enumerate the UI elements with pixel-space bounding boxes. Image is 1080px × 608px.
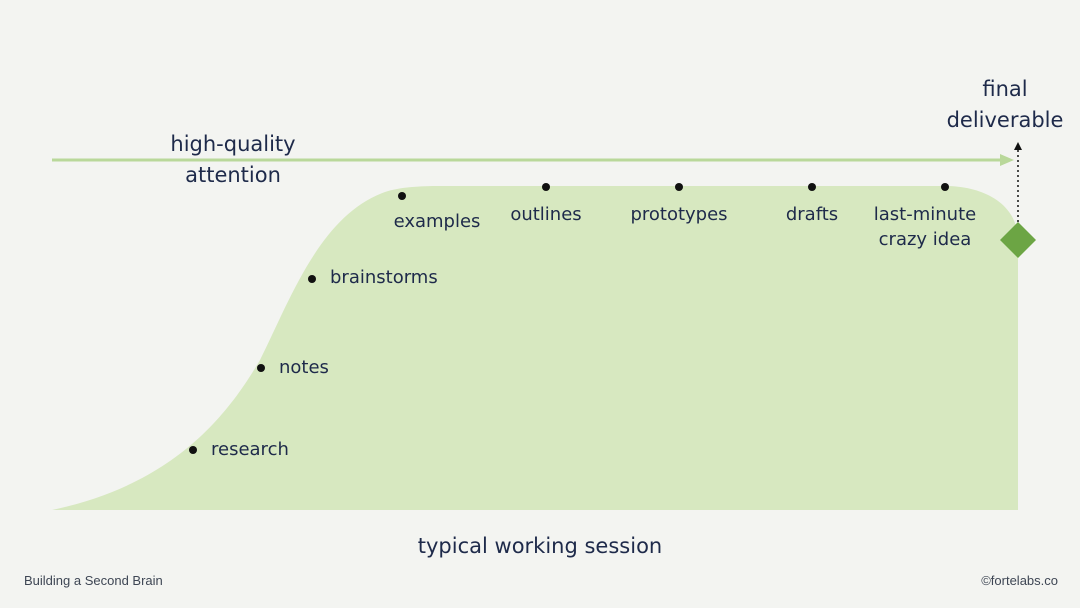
milestone-dot-prototypes bbox=[675, 183, 683, 191]
milestone-label-last-minute-line2: crazy idea bbox=[878, 229, 972, 250]
footer-right-text: ©fortelabs.co bbox=[981, 573, 1058, 588]
working-session-area bbox=[52, 186, 1018, 510]
milestone-label-last-minute: last-minute crazy idea bbox=[874, 202, 976, 252]
final-deliverable-diamond bbox=[1000, 222, 1036, 258]
milestone-dot-examples bbox=[398, 192, 406, 200]
final-deliverable-line2: deliverable bbox=[946, 108, 1064, 132]
milestone-dot-brainstorms bbox=[308, 275, 316, 283]
milestone-dot-notes bbox=[257, 364, 265, 372]
milestone-label-examples: examples bbox=[393, 211, 481, 232]
milestone-dot-outlines bbox=[542, 183, 550, 191]
milestone-label-brainstorms: brainstorms bbox=[330, 267, 438, 288]
footer-left-text: Building a Second Brain bbox=[24, 573, 163, 588]
x-axis-label: typical working session bbox=[417, 534, 663, 558]
milestone-dot-drafts bbox=[808, 183, 816, 191]
deliverable-connector bbox=[1014, 142, 1022, 222]
attention-label-line1: high-quality bbox=[170, 132, 296, 156]
milestone-dot-last-minute bbox=[941, 183, 949, 191]
attention-label-line2: attention bbox=[185, 163, 281, 187]
final-deliverable-label: final deliverable bbox=[947, 74, 1064, 136]
attention-arrow bbox=[52, 154, 1014, 166]
milestone-label-research: research bbox=[211, 439, 289, 460]
milestone-label-prototypes: prototypes bbox=[630, 204, 728, 225]
milestone-label-notes: notes bbox=[279, 357, 329, 378]
milestone-label-last-minute-line1: last-minute bbox=[873, 204, 977, 225]
attention-label: high-quality attention bbox=[170, 129, 295, 191]
final-deliverable-line1: final bbox=[982, 77, 1028, 101]
milestone-label-drafts: drafts bbox=[785, 204, 839, 225]
milestone-label-outlines: outlines bbox=[510, 204, 582, 225]
milestone-dot-research bbox=[189, 446, 197, 454]
